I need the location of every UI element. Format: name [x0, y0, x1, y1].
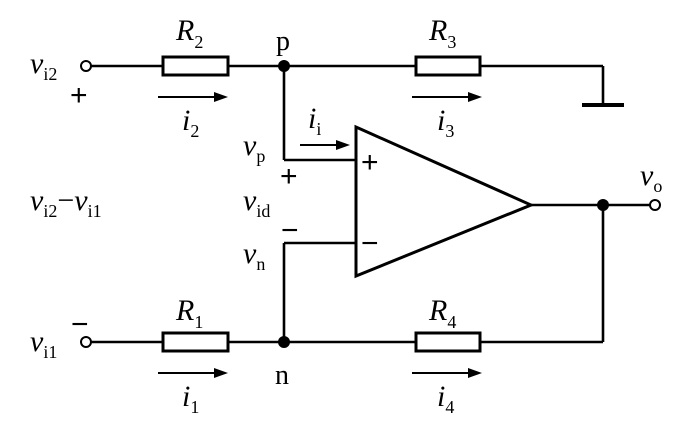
label-i4: i4: [437, 380, 454, 417]
label-node-n: n: [275, 360, 289, 391]
label-vp: vp: [243, 129, 265, 166]
label-r3: R3: [428, 14, 456, 52]
label-i3: i3: [437, 104, 454, 141]
label-ii: ii: [308, 102, 321, 139]
arrow-i4: [412, 368, 482, 378]
label-i2: i2: [182, 104, 199, 141]
resistor-r3: [414, 55, 482, 77]
terminal-vi2: [80, 60, 92, 72]
node-n-dot: [278, 336, 290, 348]
label-vi1: vi1: [30, 325, 57, 362]
opamp-minus-sign: −: [361, 227, 379, 260]
label-r1: R1: [175, 294, 203, 332]
label-vi2: vi2: [30, 47, 57, 84]
label-vid: vid: [243, 184, 270, 221]
vi2-plus-sign: +: [70, 79, 88, 112]
resistor-r2: [161, 55, 230, 77]
label-vi2-minus-vi1: vi2−vi1: [30, 184, 102, 221]
arrow-ii: [300, 140, 350, 150]
wires: [91, 64, 650, 344]
label-r4: R4: [428, 294, 456, 332]
label-i1: i1: [182, 380, 199, 417]
terminal-vi1: [80, 336, 92, 348]
vid-plus-sign: +: [280, 160, 298, 193]
label-r2: R2: [175, 14, 203, 52]
node-p-dot: [278, 60, 290, 72]
arrow-i3: [412, 92, 482, 102]
opamp-triangle: [354, 124, 535, 279]
arrow-i2: [158, 92, 228, 102]
resistor-r1: [161, 331, 230, 353]
vid-minus-sign: −: [281, 214, 299, 247]
node-output-dot: [597, 199, 609, 211]
current-arrows: [158, 92, 482, 378]
terminal-vo: [649, 199, 661, 211]
label-node-p: p: [276, 26, 290, 57]
resistor-r4: [414, 331, 482, 353]
label-vn: vn: [243, 237, 265, 274]
opamp-plus-sign: +: [361, 146, 379, 179]
label-vo: vo: [640, 159, 662, 196]
vi1-minus-sign: −: [71, 308, 89, 341]
arrow-i1: [158, 368, 228, 378]
